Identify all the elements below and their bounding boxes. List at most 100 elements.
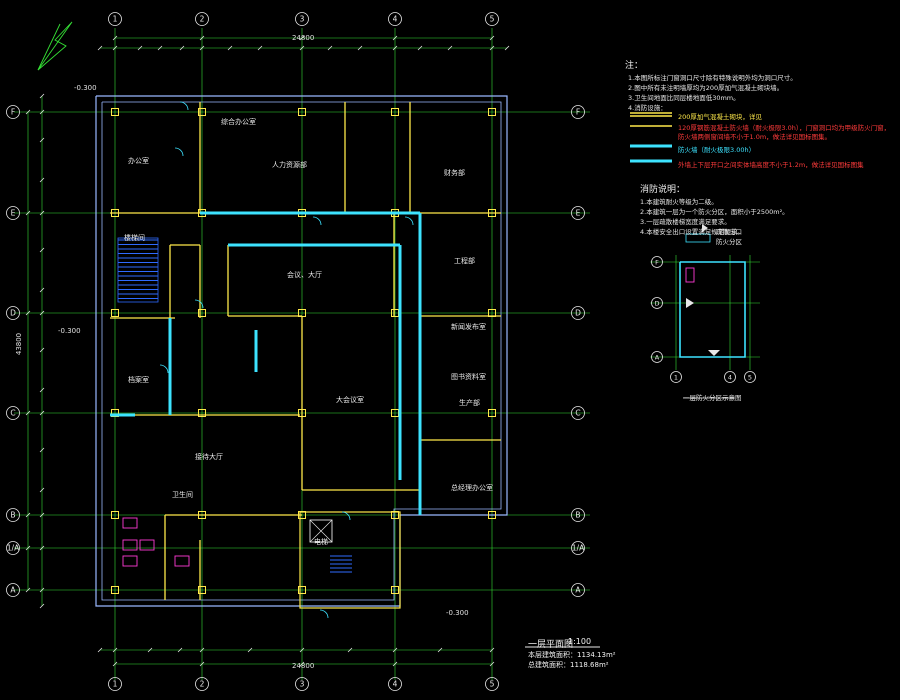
col-marker-bottom-3-circle [295, 677, 309, 691]
area-line-1: 本层建筑面积：1134.13m² [528, 651, 616, 659]
column-24 [488, 511, 496, 519]
note-4: 4.消防设施： [628, 104, 667, 112]
col-marker-top-1-circle [108, 12, 122, 26]
dim-bottom-openings-tick-6 [299, 647, 305, 653]
overall-dim-bottom: 24800 [292, 662, 315, 670]
column-25 [111, 586, 119, 594]
detail-col-marker-1 [670, 371, 682, 383]
dim-top-openings-tick-8 [299, 45, 305, 51]
elevation-label-1: -0.300 [74, 84, 97, 92]
dim-left-openings-tick-16 [39, 603, 45, 609]
fire-walls [110, 211, 422, 515]
dim-top-openings-tick-3 [157, 45, 163, 51]
dim-bottom-axes-tick-1 [199, 661, 205, 667]
dim-bottom-openings-tick-10 [489, 647, 495, 653]
detail-row-label-A: A [655, 354, 660, 362]
col-marker-top-4-circle [388, 12, 402, 26]
detail-col-label-1: 1 [674, 374, 678, 382]
column-28 [391, 586, 399, 594]
door-swing-0 [174, 147, 184, 157]
north-arrow-icon [37, 21, 73, 71]
toilet-fixture-1 [122, 539, 138, 551]
room-label-office: 综合办公室 [221, 118, 256, 126]
column-12 [298, 309, 306, 317]
dimension-lines [25, 35, 711, 667]
detail-exit-arrow-2 [708, 350, 720, 356]
dim-bottom-openings-tick-1 [112, 647, 118, 653]
dim-top-openings-tick-6 [227, 45, 233, 51]
fire-note-1: 1.本建筑耐火等级为二级。 [640, 198, 718, 206]
row-marker-left-E-label: E [11, 209, 16, 218]
col-marker-bottom-5-label: 5 [490, 680, 495, 689]
note-3: 3.卫生间地面比同层楼地面低30mm。 [628, 94, 740, 102]
col-marker-top-4-label: 4 [393, 15, 398, 24]
detail-row-marker-A [651, 351, 663, 363]
outer-wall-line-2 [101, 101, 502, 601]
column-3 [391, 108, 399, 116]
detail-row-marker-F [651, 256, 663, 268]
legend-icon-exit-label: 疏散出口 [716, 228, 742, 236]
row-marker-right-D-circle [571, 306, 585, 320]
dim-left-openings-tick-10 [39, 410, 45, 416]
elevation-label-2: -0.300 [58, 327, 81, 335]
legend-icon-zone [685, 233, 711, 243]
col-marker-bottom-1-label: 1 [113, 680, 118, 689]
room-label-reception: 接待大厅 [195, 453, 223, 461]
door-swing-2 [159, 364, 169, 374]
row-marker-right-A-circle [571, 583, 585, 597]
detail-hatch-box [685, 267, 695, 283]
interior-walls [110, 101, 501, 619]
legend-text-2: 120厚钢筋混凝土防火墙（耐火极限3.0h），门窗洞口均为甲级防火门窗， [678, 124, 891, 132]
toilet-fixture-2 [139, 539, 155, 551]
row-marker-right-B-circle [571, 508, 585, 522]
row-marker-left-C-circle [6, 406, 20, 420]
dim-left-axes-tick-6 [25, 587, 31, 593]
door-swing-5 [341, 511, 351, 521]
column-5 [111, 209, 119, 217]
dim-top-axes-tick-2 [299, 35, 305, 41]
column-27 [298, 586, 306, 594]
row-marker-left-D-circle [6, 306, 20, 320]
dim-bottom-axes-tick-3 [392, 661, 398, 667]
dim-bottom-openings-tick-0 [97, 647, 103, 653]
detail-row-label-F: F [655, 259, 659, 267]
room-label-meeting-hall: 会议、大厅 [287, 271, 322, 279]
toilet-fixture-4 [174, 555, 190, 567]
dim-left-openings-tick-4 [39, 210, 45, 216]
row-marker-left-B-label: B [10, 511, 15, 520]
column-1 [198, 108, 206, 116]
column-4 [488, 108, 496, 116]
legend-text-5: 外墙上下层开口之间实体墙高度不小于1.2m，做法详见国标图集 [678, 161, 864, 169]
dim-left-openings-tick-5 [39, 247, 45, 253]
dim-bottom-openings-tick-7 [347, 647, 353, 653]
dim-bottom-axes-tick-0 [112, 661, 118, 667]
room-label-engineering: 工程部 [454, 257, 475, 265]
dim-top-openings-tick-9 [327, 45, 333, 51]
dim-top-openings-tick-15 [504, 45, 510, 51]
col-marker-bottom-1-circle [108, 677, 122, 691]
row-marker-right-F-label: F [576, 108, 580, 117]
detail-col-marker-5 [744, 371, 756, 383]
fire-note-3: 3.一层疏散楼梯宽度满足要求。 [640, 218, 731, 226]
column-23 [391, 511, 399, 519]
stair-outline [117, 237, 159, 303]
dim-top-openings-tick-7 [257, 45, 263, 51]
row-marker-left-A-label: A [10, 586, 16, 595]
detail-exit-arrow-1 [686, 298, 694, 308]
dim-bottom-openings-tick-8 [392, 647, 398, 653]
detail-zone-outline [679, 261, 746, 358]
dim-left-axes-tick-3 [25, 410, 31, 416]
legend-icon-zone-label: 防火分区 [716, 238, 742, 246]
column-2 [298, 108, 306, 116]
dim-top-openings-tick-4 [179, 45, 185, 51]
col-marker-bottom-2-circle [195, 677, 209, 691]
detail-col-marker-4 [724, 371, 736, 383]
dim-top-openings-tick-5 [199, 45, 205, 51]
col-marker-top-2-circle [195, 12, 209, 26]
col-marker-top-5-label: 5 [490, 15, 495, 24]
col-marker-top-3-circle [295, 12, 309, 26]
col-marker-bottom-5-circle [485, 677, 499, 691]
dim-left-axes-tick-2 [25, 310, 31, 316]
